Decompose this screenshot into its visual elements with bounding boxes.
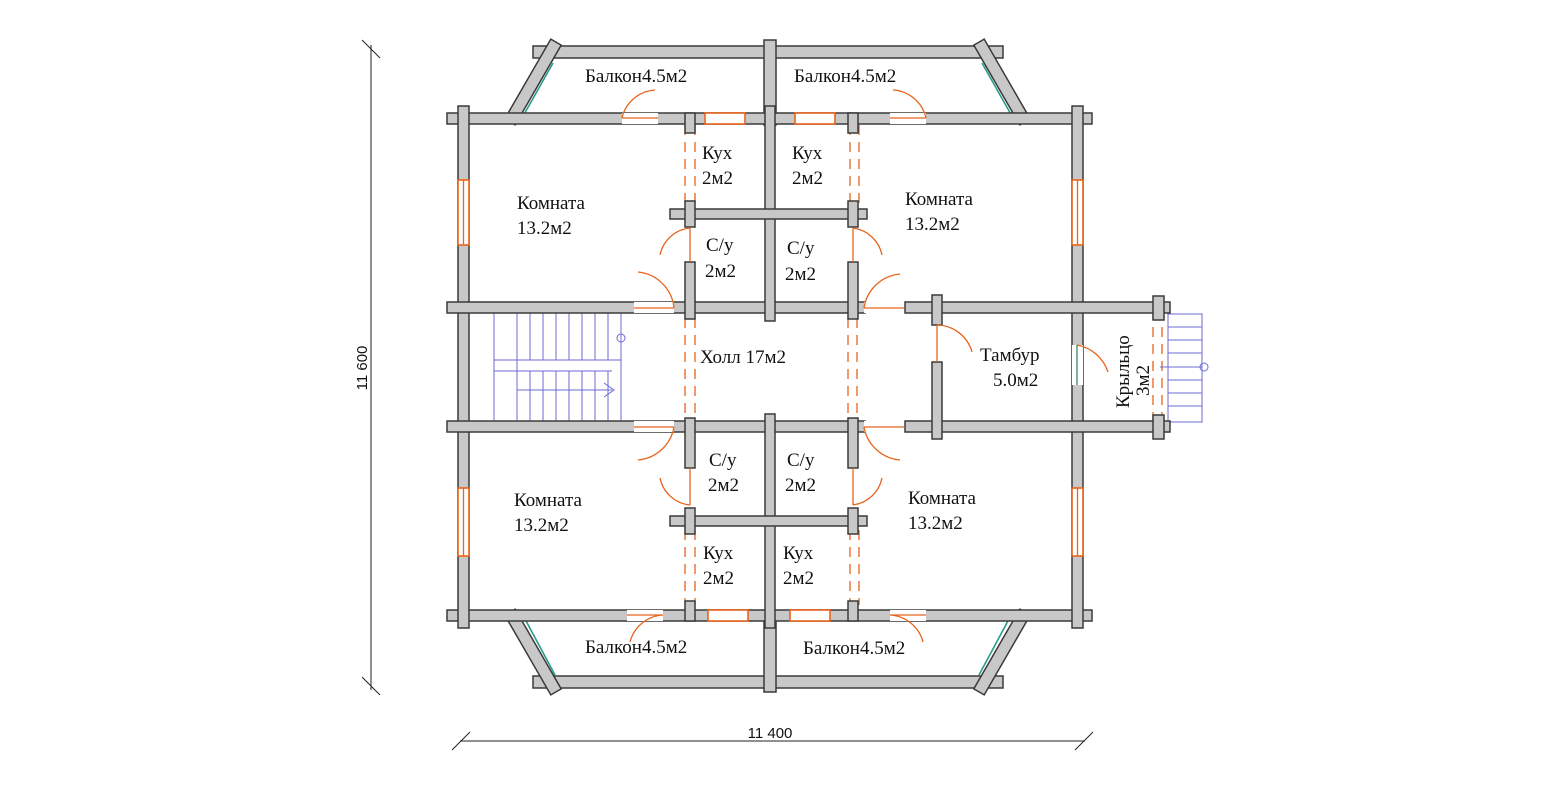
wall-vestibule-post-top (931, 294, 943, 326)
dashed-partitions (684, 125, 1163, 605)
post (684, 507, 696, 535)
height-dimension-tick-bottom (361, 676, 381, 696)
windows (457, 112, 1084, 622)
label-kitchen-br-area: 2м2 (783, 568, 814, 589)
wall-vestibule-left (931, 361, 943, 440)
label-kitchen-tr-area: 2м2 (792, 168, 823, 189)
label-room-br-name: Комната (908, 488, 977, 509)
wall-kitchen-bath-bottom (669, 515, 868, 527)
label-bath-br-area: 2м2 (785, 475, 816, 496)
label-bath-bl-area: 2м2 (708, 475, 739, 496)
width-dimension-tick-left (451, 731, 471, 751)
label-hall: Холл 17м2 (700, 347, 786, 368)
porch-steps (1167, 313, 1203, 423)
walls (446, 38, 1171, 696)
label-kitchen-bl-name: Кух (703, 543, 734, 564)
label-room-bl-name: Комната (514, 490, 583, 511)
label-kitchen-br-name: Кух (783, 543, 814, 564)
window-kitchen-br (789, 609, 831, 622)
staircase (493, 311, 1209, 425)
label-balcony-bl: Балкон4.5м2 (585, 637, 687, 658)
doors (621, 89, 1109, 643)
porch-post-bottom (1152, 414, 1165, 440)
balcony-railings (514, 48, 1160, 686)
label-bath-tl-area: 2м2 (705, 261, 736, 282)
label-vestibule-name: Тамбур (980, 345, 1040, 366)
label-balcony-br: Балкон4.5м2 (803, 638, 905, 659)
wall-kitchen-bath-top (669, 208, 868, 220)
window-kitchen-tr (794, 112, 836, 125)
label-bath-tr-name: С/у (787, 238, 815, 259)
label-vestibule-area: 5.0м2 (993, 370, 1038, 391)
wall-bath-bl-left (684, 417, 696, 469)
label-room-tr-area: 13.2м2 (905, 214, 960, 235)
wall-bath-tr-right (847, 261, 859, 320)
post (847, 600, 859, 622)
post (847, 200, 859, 228)
wall-vestibule-bottom (904, 420, 1171, 433)
post (684, 600, 696, 622)
label-kitchen-bl-area: 2м2 (703, 568, 734, 589)
label-bath-tr-area: 2м2 (785, 264, 816, 285)
post (847, 507, 859, 535)
dimension-lines (361, 39, 1094, 751)
width-dimension-tick-right (1074, 731, 1094, 751)
post (684, 200, 696, 228)
wall-vestibule-top (904, 301, 1171, 314)
wall-bath-tl-left (684, 261, 696, 320)
porch-post-top (1152, 295, 1165, 321)
stair-outline (493, 311, 622, 425)
label-room-tl-area: 13.2м2 (517, 218, 572, 239)
post (847, 112, 859, 134)
label-bath-br-name: С/у (787, 450, 815, 471)
label-bath-tl-name: С/у (706, 235, 734, 256)
label-balcony-tl: Балкон4.5м2 (585, 66, 687, 87)
label-room-tl-name: Комната (517, 193, 586, 214)
label-porch: Крыльцо 3м2 (1113, 335, 1154, 408)
window-kitchen-tl (704, 112, 746, 125)
post (684, 112, 696, 134)
width-dimension-label: 11 400 (748, 725, 793, 742)
label-kitchen-tr-name: Кух (792, 143, 823, 164)
label-room-bl-area: 13.2м2 (514, 515, 569, 536)
label-room-br-area: 13.2м2 (908, 513, 963, 534)
label-kitchen-tl-area: 2м2 (702, 168, 733, 189)
label-porch-name: Крыльцо (1113, 335, 1134, 408)
height-dimension-tick-top (361, 39, 381, 59)
label-kitchen-tl-name: Кух (702, 143, 733, 164)
wall-bath-br-right (847, 417, 859, 469)
wall-left (457, 105, 470, 629)
room-labels: Балкон4.5м2 Балкон4.5м2 Балкон4.5м2 Балк… (514, 66, 1154, 659)
label-bath-bl-name: С/у (709, 450, 737, 471)
height-dimension-label: 11 600 (354, 346, 371, 391)
label-porch-area: 3м2 (1133, 365, 1154, 396)
window-kitchen-bl (707, 609, 749, 622)
label-balcony-tr: Балкон4.5м2 (794, 66, 896, 87)
label-room-tr-name: Комната (905, 189, 974, 210)
